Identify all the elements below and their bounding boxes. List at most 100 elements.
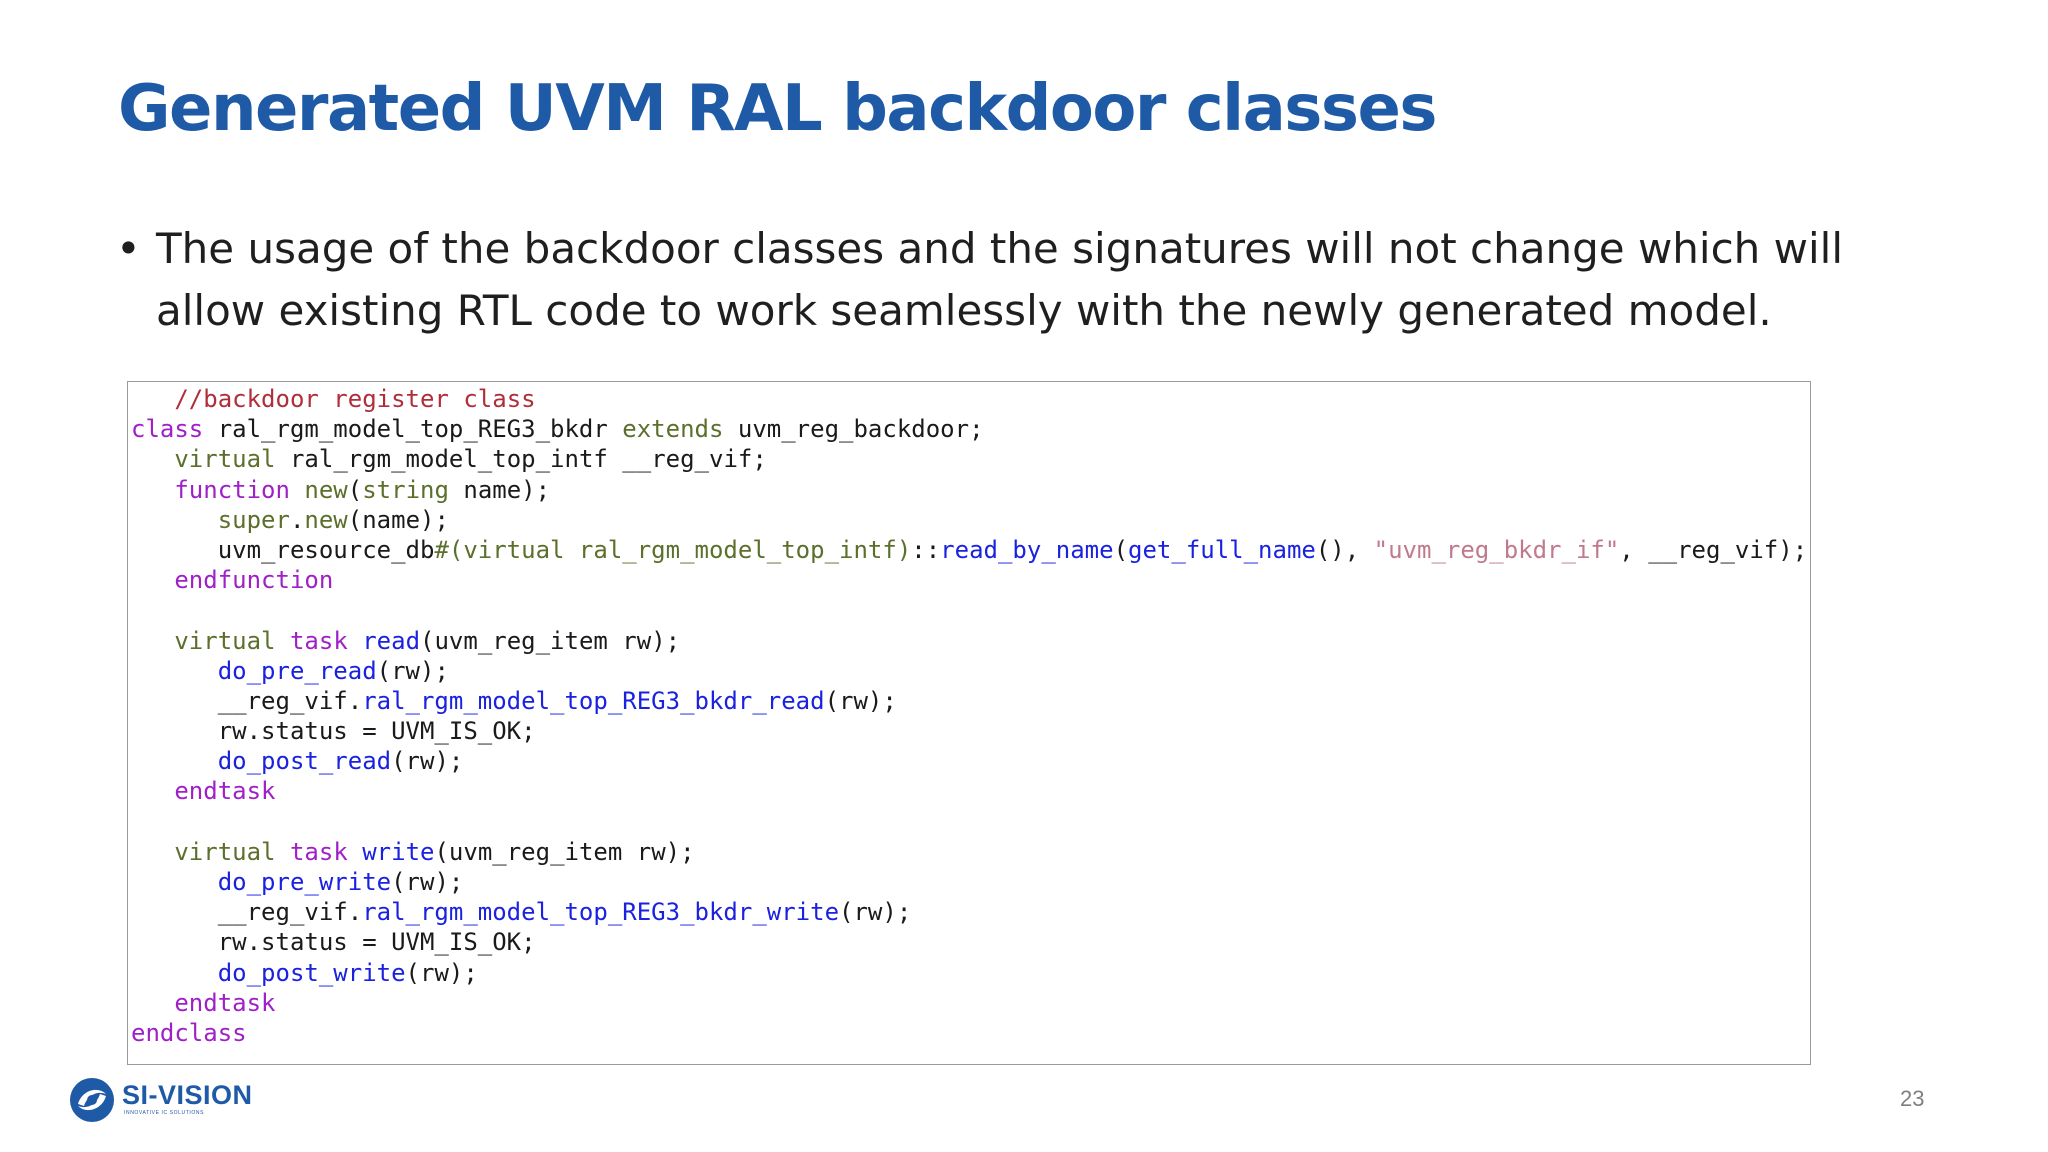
code-token: (rw); [376, 656, 449, 685]
code-token [131, 959, 218, 987]
code-token: (rw); [405, 958, 478, 987]
code-token: (uvm_reg_item rw); [434, 837, 695, 866]
code-token: rw.status = UVM_IS_OK; [131, 717, 536, 746]
code-token: (name); [347, 505, 449, 534]
code-line: rw.status = UVM_IS_OK; [128, 716, 1810, 746]
logo-swirl-icon [70, 1078, 114, 1122]
code-token: write [362, 837, 435, 866]
code-token: string [362, 475, 449, 504]
code-token: . [289, 505, 305, 534]
code-token [131, 747, 218, 775]
logo-tagline: INNOVATIVE IC SOLUTIONS [124, 1110, 205, 1116]
code-token: endtask [174, 988, 276, 1017]
code-token: rw.status = UVM_IS_OK; [131, 928, 536, 957]
code-token: (rw); [391, 868, 464, 896]
company-logo: SI-VISION INNOVATIVE IC SOLUTIONS [68, 1076, 268, 1124]
code-token: class [131, 415, 204, 444]
code-token: super [217, 505, 290, 534]
code-token: extends [622, 415, 724, 444]
code-token: new [304, 505, 348, 534]
code-token: task [289, 837, 348, 866]
code-token [276, 838, 290, 866]
code-token: name); [448, 475, 551, 504]
code-token [131, 566, 174, 594]
code-token [131, 838, 174, 866]
code-token [348, 838, 362, 866]
code-token [131, 476, 174, 504]
code-token: :: [911, 535, 941, 564]
code-token: virtual [174, 626, 276, 655]
code-token: uvm_resource_db [131, 535, 435, 564]
bullet-text: The usage of the backdoor classes and th… [156, 224, 1844, 335]
code-token: ral_rgm_model_top_REG3_bkdr_write [362, 898, 840, 927]
code-token: ral_rgm_model_top_REG3_bkdr_read [362, 686, 825, 715]
code-line: uvm_resource_db#(virtual ral_rgm_model_t… [128, 535, 1810, 565]
code-token [131, 506, 218, 534]
code-token [131, 445, 174, 473]
page-number: 23 [1900, 1086, 1925, 1111]
code-line [128, 807, 1810, 837]
logo-name: SI-VISION [122, 1080, 253, 1110]
code-token: new [304, 475, 348, 504]
code-line: virtual task read(uvm_reg_item rw); [128, 626, 1810, 656]
code-token: do_pre_read [217, 656, 377, 685]
code-token: , __reg_vif); [1619, 535, 1808, 564]
code-token: virtual [174, 445, 276, 474]
code-token: do_post_read [217, 747, 392, 776]
code-line: do_pre_read(rw); [128, 656, 1810, 686]
code-token: get_full_name [1128, 535, 1316, 564]
code-line: //backdoor register class [128, 384, 1810, 414]
code-token: "uvm_reg_bkdr_if" [1373, 535, 1620, 564]
code-token: uvm_reg_backdoor; [723, 415, 984, 444]
code-token: read [362, 626, 421, 655]
code-token: __reg_vif. [131, 898, 363, 927]
code-token [131, 777, 174, 805]
code-line: endtask [128, 776, 1810, 806]
code-token: __reg_vif. [131, 686, 363, 715]
code-token [290, 476, 304, 504]
code-token: ( [1113, 535, 1129, 564]
code-line: virtual task write(uvm_reg_item rw); [128, 837, 1810, 867]
code-token [131, 657, 218, 685]
code-token: (uvm_reg_item rw); [420, 626, 681, 655]
code-line [128, 595, 1810, 625]
code-token [131, 385, 174, 413]
code-token: function [174, 475, 290, 504]
code-line: endtask [128, 988, 1810, 1018]
code-token: endclass [131, 1018, 247, 1047]
code-token: (), [1315, 535, 1374, 564]
code-line: endclass [128, 1018, 1810, 1048]
code-token: endtask [174, 777, 276, 806]
code-line: __reg_vif.ral_rgm_model_top_REG3_bkdr_re… [128, 686, 1810, 716]
code-line: do_post_read(rw); [128, 746, 1810, 776]
code-line: do_pre_write(rw); [128, 867, 1810, 897]
code-token: (rw); [824, 686, 897, 715]
code-token: ral_rgm_model_top_REG3_bkdr [203, 415, 623, 444]
code-line: virtual ral_rgm_model_top_intf __reg_vif… [128, 444, 1810, 474]
code-token: (rw); [391, 747, 464, 776]
code-token: ( [347, 475, 363, 504]
code-line: endfunction [128, 565, 1810, 595]
code-token [131, 989, 174, 1017]
code-token [131, 627, 174, 655]
code-line: __reg_vif.ral_rgm_model_top_REG3_bkdr_wr… [128, 897, 1810, 927]
code-token: endfunction [174, 566, 334, 595]
code-token: read_by_name [940, 535, 1114, 564]
code-line: super.new(name); [128, 505, 1810, 535]
code-token: virtual [174, 837, 276, 866]
code-token: #(virtual ral_rgm_model_top_intf) [434, 535, 912, 564]
bullet-item: • The usage of the backdoor classes and … [116, 218, 1946, 342]
code-token [131, 868, 218, 896]
slide-title: Generated UVM RAL backdoor classes [118, 72, 1437, 146]
bullet-icon: • [116, 224, 141, 273]
code-token: (rw); [839, 898, 912, 927]
code-line: rw.status = UVM_IS_OK; [128, 927, 1810, 957]
code-line: function new(string name); [128, 475, 1810, 505]
code-token: do_post_write [217, 958, 406, 987]
code-token: task [289, 626, 348, 655]
code-line: class ral_rgm_model_top_REG3_bkdr extend… [128, 414, 1810, 444]
code-token: //backdoor register class [174, 385, 536, 413]
code-token: ral_rgm_model_top_intf __reg_vif; [275, 445, 767, 474]
code-token: do_pre_write [217, 868, 392, 896]
